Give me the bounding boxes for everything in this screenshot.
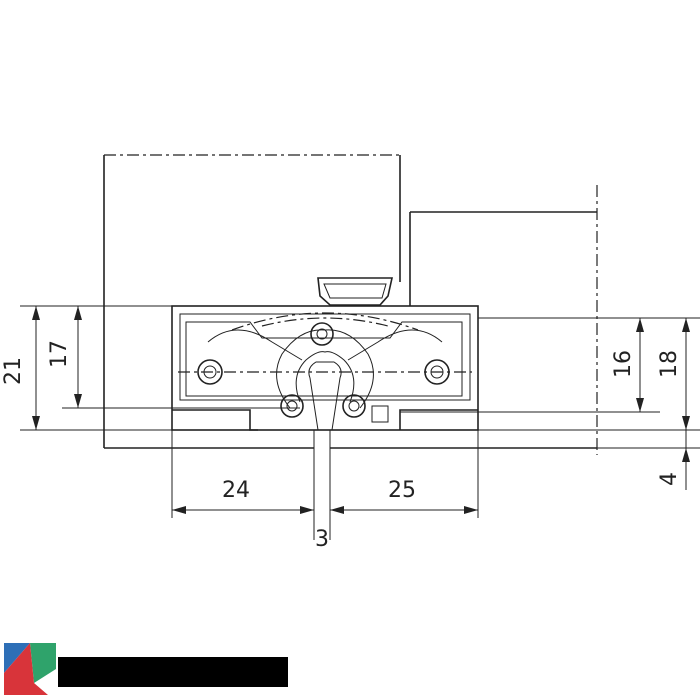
hinge-top-clip [317, 277, 393, 306]
brand-logo-icon [4, 643, 56, 695]
dim-21-label: 21 [1, 357, 26, 385]
hinge-body [171, 305, 479, 431]
dim-3-label: 3 [315, 527, 329, 552]
dim-18-label: 18 [657, 350, 682, 378]
dimension-left [20, 305, 300, 431]
dim-4-label: 4 [657, 472, 682, 486]
frame-outline [103, 154, 700, 540]
dim-25-label: 25 [388, 478, 416, 503]
brand-name-bar [58, 657, 288, 687]
dimension-bottom [171, 430, 479, 518]
dim-16-label: 16 [611, 350, 636, 378]
dim-17-label: 17 [47, 340, 72, 368]
dimension-right [400, 317, 700, 490]
dim-24-label: 24 [222, 478, 250, 503]
pivot-pins [197, 322, 450, 418]
